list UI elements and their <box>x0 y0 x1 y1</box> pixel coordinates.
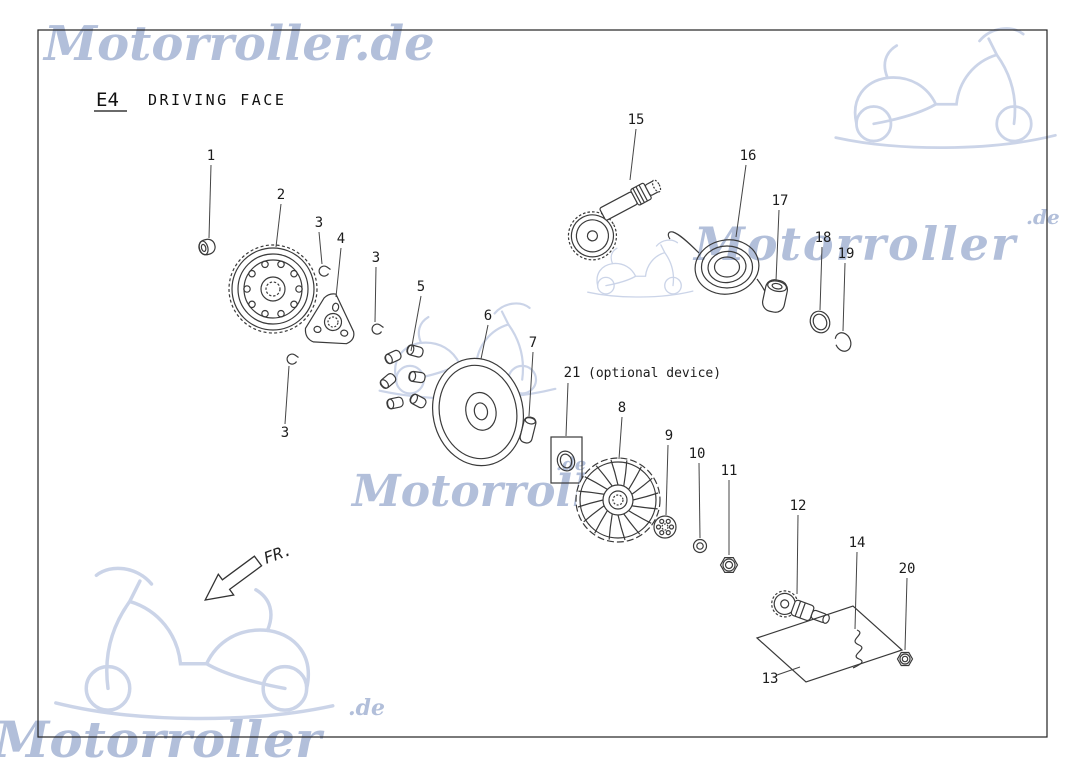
roller <box>379 373 397 389</box>
part-8-drive-face-fan <box>575 457 661 543</box>
callout-label-13: 13 <box>762 671 779 687</box>
part-3-clip-b <box>371 323 384 335</box>
callout-label-9: 9 <box>665 428 673 444</box>
part-15-kick-shaft <box>567 179 662 261</box>
part-17-bushing <box>761 279 789 313</box>
callout-label-7: 7 <box>529 335 537 351</box>
leader-line-2 <box>275 203 282 248</box>
callout-label-8: 8 <box>618 400 626 416</box>
leader-line-21 <box>565 382 569 437</box>
watermark-bottom: Motorroller <box>0 710 325 768</box>
callout-label-17: 17 <box>772 193 789 209</box>
callout-label-21: 21 <box>564 365 581 381</box>
leader-line-3a <box>318 231 323 265</box>
roller <box>384 349 402 365</box>
part-11-nut <box>719 556 739 574</box>
part-14-spring-clip <box>852 629 863 669</box>
leader-line-8 <box>618 416 623 460</box>
scooter-sketch-bottom-left <box>54 566 335 721</box>
watermark-top-left: Motorroller.de <box>42 16 435 72</box>
callout-label-2: 2 <box>277 187 285 203</box>
leader-line-12 <box>796 514 799 595</box>
roller <box>408 370 426 384</box>
part-6-movable-drive-face <box>431 357 525 467</box>
callout-label-3c: 3 <box>281 425 289 441</box>
watermark-right: Motorroller <box>692 217 1019 271</box>
leader-line-13 <box>776 666 801 676</box>
fr-label: FR. <box>261 540 295 568</box>
callout-label-3b: 3 <box>372 250 380 266</box>
leader-line-4 <box>335 247 342 298</box>
part-18-o-ring <box>809 310 831 334</box>
callout-label-16: 16 <box>740 148 757 164</box>
leader-line-3b <box>374 266 377 323</box>
part-20-nut <box>896 651 914 667</box>
part-10-washer <box>692 538 708 554</box>
leader-line-14 <box>854 551 858 630</box>
callout-label-6: 6 <box>484 308 492 324</box>
part-1-bushing <box>198 238 216 256</box>
callout-label-3a: 3 <box>315 215 323 231</box>
part-5-rollers <box>379 344 427 410</box>
front-direction: FR. <box>204 540 295 601</box>
part-3-clip-a <box>318 265 331 277</box>
callout-label-20: 20 <box>899 561 916 577</box>
part-21-optional-ring <box>550 436 583 484</box>
fr-arrow-icon <box>204 555 263 601</box>
watermark-bottom-tld: .de <box>348 695 385 721</box>
scooter-sketch-top-right <box>834 27 1057 150</box>
callout-label-1: 1 <box>207 148 215 164</box>
section-title: DRIVING FACE <box>148 91 286 109</box>
part-13-plate <box>755 605 904 683</box>
leader-line-9 <box>665 444 669 516</box>
watermark-right-tld: .de <box>1026 205 1060 229</box>
leader-line-15 <box>629 128 637 181</box>
leader-line-19 <box>842 262 846 332</box>
part-3-clip-c <box>286 353 299 365</box>
roller <box>406 344 424 358</box>
callouts: 1 2 3 4 3 3 5 6 7 21 (optional device) 8… <box>207 112 916 687</box>
leader-line-6 <box>480 324 489 360</box>
optional-device-note: (optional device) <box>588 366 721 381</box>
leader-line-17 <box>775 209 780 282</box>
diagram-border <box>37 29 1048 738</box>
part-2-starter-gear <box>228 244 318 334</box>
callout-label-10: 10 <box>689 446 706 462</box>
part-9-drive-plate <box>653 515 677 539</box>
callout-label-14: 14 <box>849 535 866 551</box>
part-7-spacer <box>519 416 537 444</box>
callout-label-18: 18 <box>815 230 832 246</box>
callout-label-19: 19 <box>838 246 855 262</box>
leader-line-16 <box>735 164 747 238</box>
callout-label-4: 4 <box>337 231 345 247</box>
callout-label-15: 15 <box>628 112 645 128</box>
leader-line-18 <box>819 246 823 311</box>
callout-label-12: 12 <box>790 498 807 514</box>
leader-line-3c <box>284 365 290 425</box>
part-19-snap-ring <box>834 332 852 352</box>
roller <box>386 396 404 410</box>
callout-label-5: 5 <box>417 279 425 295</box>
leader-line-1 <box>208 164 212 239</box>
leader-line-7 <box>528 351 534 417</box>
leader-line-5 <box>410 295 422 352</box>
part-4-ramp-plate <box>304 293 355 345</box>
roller <box>409 393 427 409</box>
leader-line-10 <box>698 462 701 539</box>
part-12-starter-pinion <box>771 590 830 624</box>
leader-line-20 <box>904 577 908 651</box>
section-code: E4 <box>96 89 119 111</box>
callout-label-11: 11 <box>721 463 738 479</box>
